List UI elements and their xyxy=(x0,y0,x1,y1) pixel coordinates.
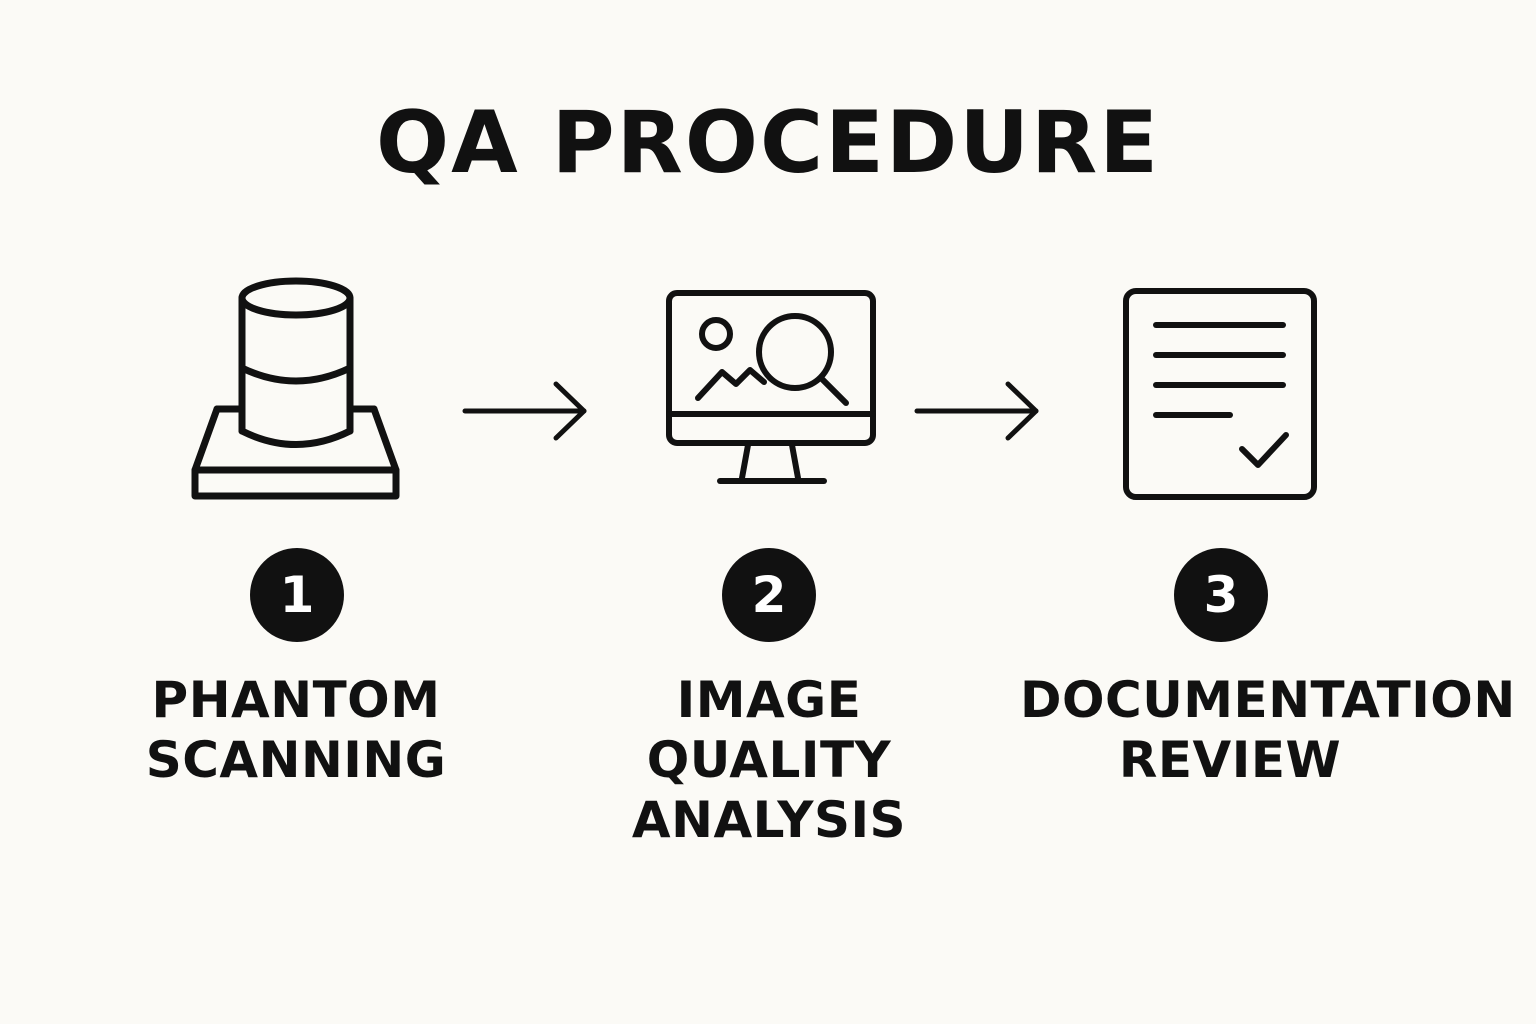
step-number-badge: 3 xyxy=(1174,548,1268,642)
step-label-line: PHANTOM xyxy=(151,671,441,729)
step-number-badge: 1 xyxy=(250,548,344,642)
step-label-line: SCANNING xyxy=(145,731,447,789)
arrow-right-icon xyxy=(912,380,1042,444)
step-label: DOCUMENTATION REVIEW xyxy=(1020,670,1516,790)
phantom-cylinder-icon xyxy=(190,276,402,504)
step-label-line: IMAGE xyxy=(676,671,862,729)
step-label-line: ANALYSIS xyxy=(631,791,907,849)
step-label: PHANTOM SCANNING xyxy=(86,670,506,790)
monitor-image-magnifier-icon xyxy=(664,288,878,488)
step-label: IMAGE QUALITY ANALYSIS xyxy=(559,670,979,850)
step-label-line: QUALITY xyxy=(646,731,892,789)
document-checkmark-icon xyxy=(1120,285,1320,503)
page-title: QA PROCEDURE xyxy=(375,93,1161,193)
step-number-badge: 2 xyxy=(722,548,816,642)
arrow-right-icon xyxy=(460,380,590,444)
step-label-line: REVIEW xyxy=(1118,731,1342,789)
step-label-line: DOCUMENTATION xyxy=(1020,671,1516,729)
